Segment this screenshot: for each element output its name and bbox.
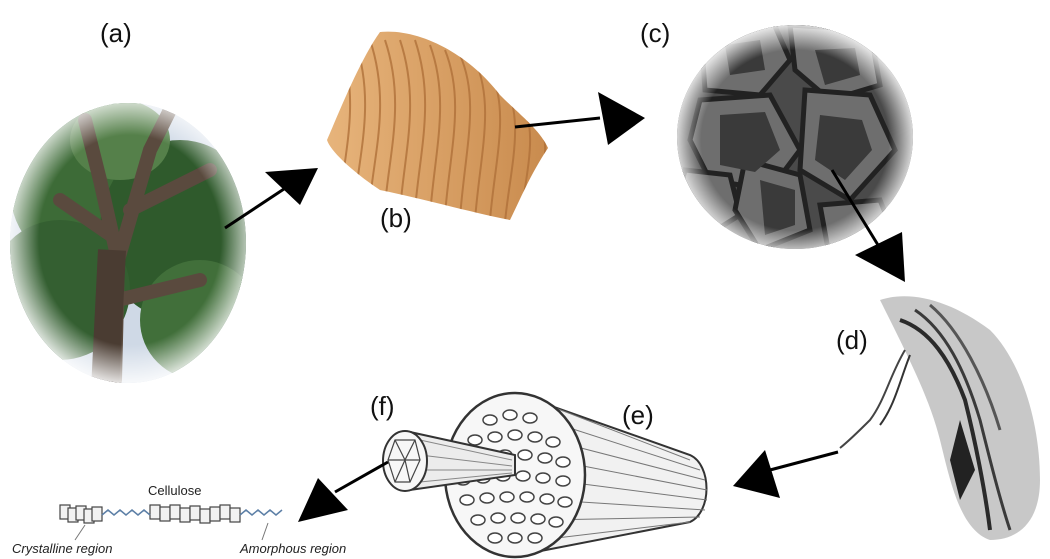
cell-cross-section-image xyxy=(670,15,920,260)
label-a: (a) xyxy=(100,20,132,46)
label-f: (f) xyxy=(370,393,395,419)
label-e: (e) xyxy=(622,402,654,428)
tree-image xyxy=(0,90,260,390)
fiber-bundle-image xyxy=(840,296,1040,540)
cellulose-chain xyxy=(60,505,282,540)
cellulose-title: Cellulose xyxy=(148,484,201,497)
wood-sample-image xyxy=(327,32,548,225)
crystalline-region-label: Crystalline region xyxy=(12,542,112,555)
label-b: (b) xyxy=(380,205,412,231)
label-c: (c) xyxy=(640,20,670,46)
amorphous-region-label: Amorphous region xyxy=(240,542,346,555)
label-d: (d) xyxy=(836,327,868,353)
arrow-d-to-e xyxy=(733,450,838,498)
arrow-f-to-cellulose xyxy=(298,462,388,522)
